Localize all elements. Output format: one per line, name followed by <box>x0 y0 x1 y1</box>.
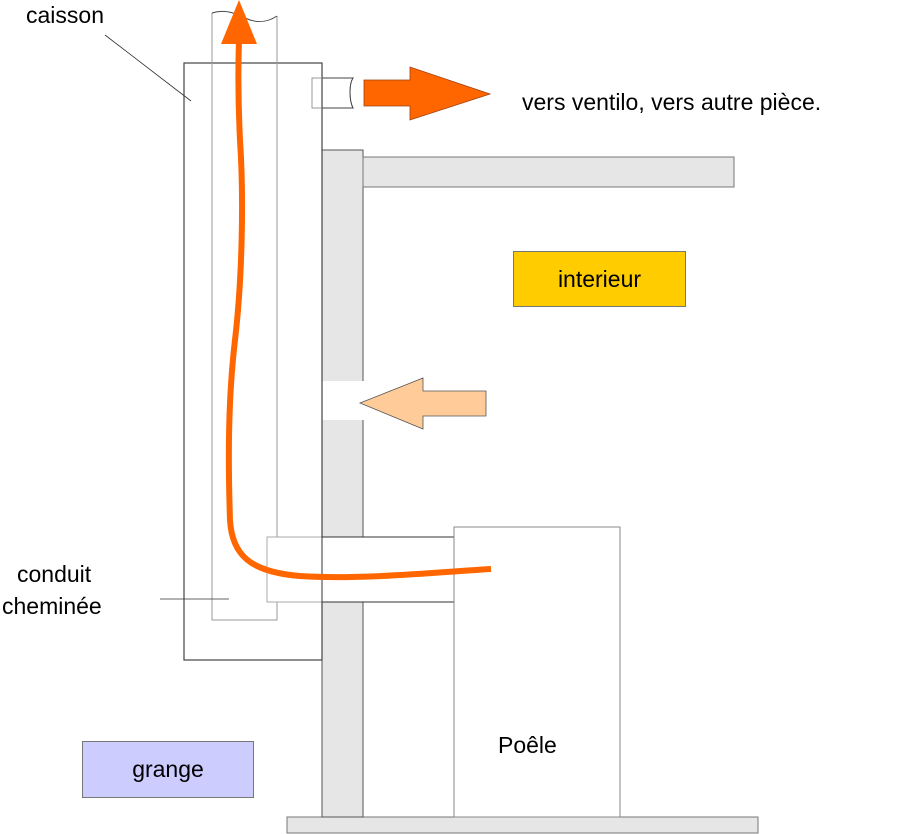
caisson-leader-line <box>104 34 192 102</box>
outlet-label: vers ventilo, vers autre pièce. <box>522 89 822 115</box>
flue-label-line1: conduit <box>17 561 92 587</box>
stove-label: Poêle <box>498 732 557 758</box>
smoke-flow-arrowhead <box>221 0 257 44</box>
smoke-flow-line <box>225 39 492 581</box>
stove-box <box>453 526 621 818</box>
flue-label-line2: cheminée <box>2 593 102 619</box>
caisson-label: caisson <box>26 2 104 28</box>
caisson-box <box>183 62 323 661</box>
wall-vertical <box>321 149 364 818</box>
outlet-duct-edge <box>322 77 354 109</box>
flue-pipe <box>211 13 278 621</box>
interior-label: interieur <box>513 251 686 307</box>
outlet-duct <box>311 77 354 109</box>
floor-slab <box>286 816 759 834</box>
ceiling-beam <box>362 156 735 188</box>
stove-connector <box>321 536 455 603</box>
barn-label: grange <box>82 741 254 798</box>
outlet-arrow <box>363 66 492 121</box>
wall-opening <box>321 381 364 420</box>
intake-arrow <box>358 377 487 430</box>
